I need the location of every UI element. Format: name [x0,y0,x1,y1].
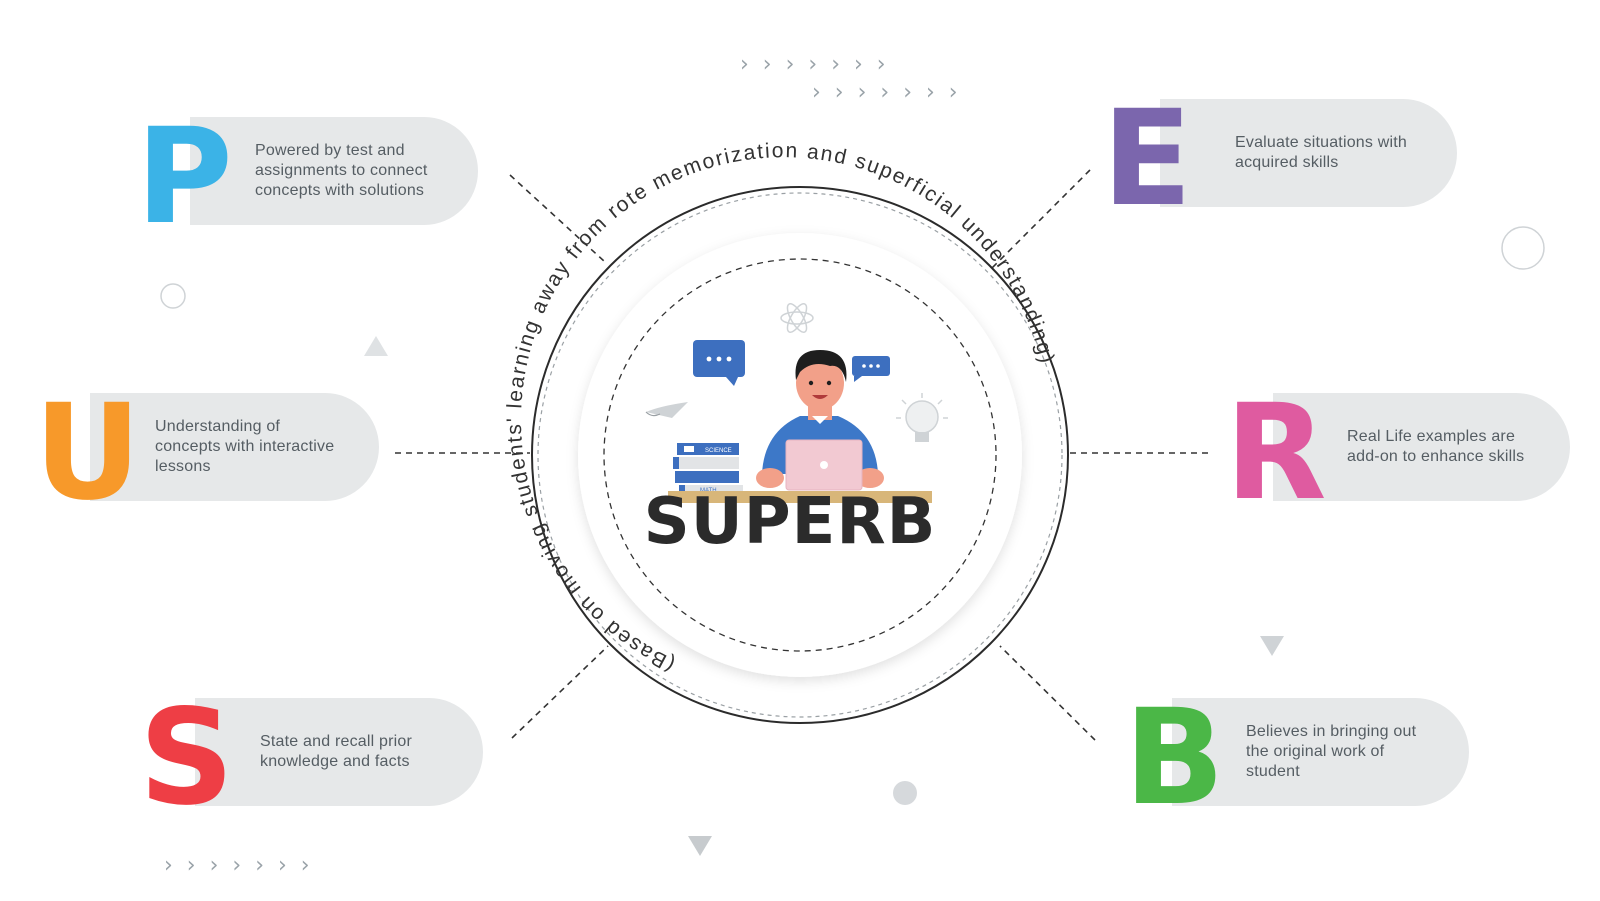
svg-text:SCIENCE: SCIENCE [705,448,732,454]
card-b: B Believes in bringing out the original … [1124,692,1469,824]
decor-triangle [364,336,388,356]
card-letter: R [1225,376,1327,530]
chevron-row-top-2: ››››››› [812,80,972,105]
card-s: S State and recall prior knowledge and f… [139,692,483,824]
decor-circle [160,283,186,309]
decor-triangle [688,836,712,856]
chevron-row-top-1: ››››››› [740,52,900,77]
chevron-row-bottom: ››››››› [164,853,324,878]
card-description: Real Life examples are add-on to enhance… [1347,428,1525,465]
card-e: E Evaluate situations with acquired skil… [1102,93,1457,225]
card-letter: P [136,100,233,254]
card-letter: U [34,376,141,530]
card-description: Believes in bringing out the original wo… [1246,723,1417,780]
card-letter: B [1124,681,1225,835]
card-description: Powered by test and assignments to conne… [255,142,428,199]
card-letter: S [139,681,234,835]
card-description: State and recall prior knowledge and fac… [260,733,413,770]
card-r: R Real Life examples are add-on to enhan… [1225,387,1570,519]
card-description: Understanding of concepts with interacti… [155,418,335,475]
card-description: Evaluate situations with acquired skills [1235,134,1408,171]
student-illustration: SCIENCE MATH [645,303,948,503]
card-p: P Powered by test and assignments to con… [136,111,478,243]
card-u: U Understanding of concepts with interac… [34,387,379,519]
inner-dashed-ring [603,258,997,652]
connector-lines [395,169,1210,741]
decor-triangle [1260,636,1284,656]
card-letter: E [1102,82,1192,236]
superb-title: SUPERB [643,485,937,559]
decor-circle [893,781,917,805]
decor-circle [1501,226,1545,270]
